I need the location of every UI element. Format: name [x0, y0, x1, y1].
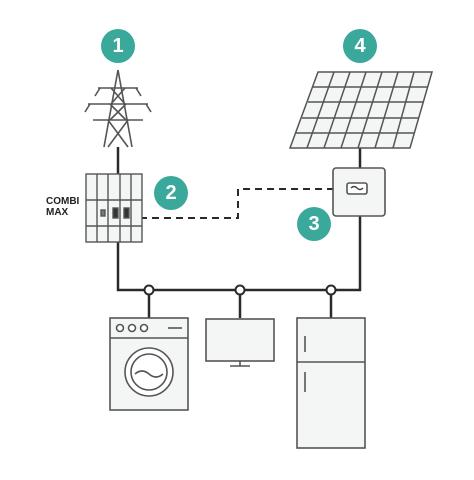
combi-max-label-line1: COMBI [46, 196, 80, 207]
washing-machine-icon [109, 317, 189, 411]
inverter-icon [332, 148, 386, 217]
refrigerator-icon [296, 317, 366, 449]
step-badge-4: 4 [343, 29, 377, 63]
tv-monitor-icon [205, 318, 275, 367]
communication-line [140, 188, 336, 219]
solar-panel-icon [288, 71, 433, 149]
combi-max-label: COMBI MAX [46, 196, 79, 218]
bus-node [143, 284, 155, 296]
combi-max-meter-icon [85, 173, 143, 243]
combi-max-label-line2: MAX [46, 207, 69, 218]
step-badge-2: 2 [154, 176, 188, 210]
power-pylon-icon [84, 69, 152, 176]
step-badge-1: 1 [101, 29, 135, 63]
bus-node [234, 284, 246, 296]
bus-nodes [143, 284, 337, 296]
bus-node [325, 284, 337, 296]
step-badge-3: 3 [297, 207, 331, 241]
